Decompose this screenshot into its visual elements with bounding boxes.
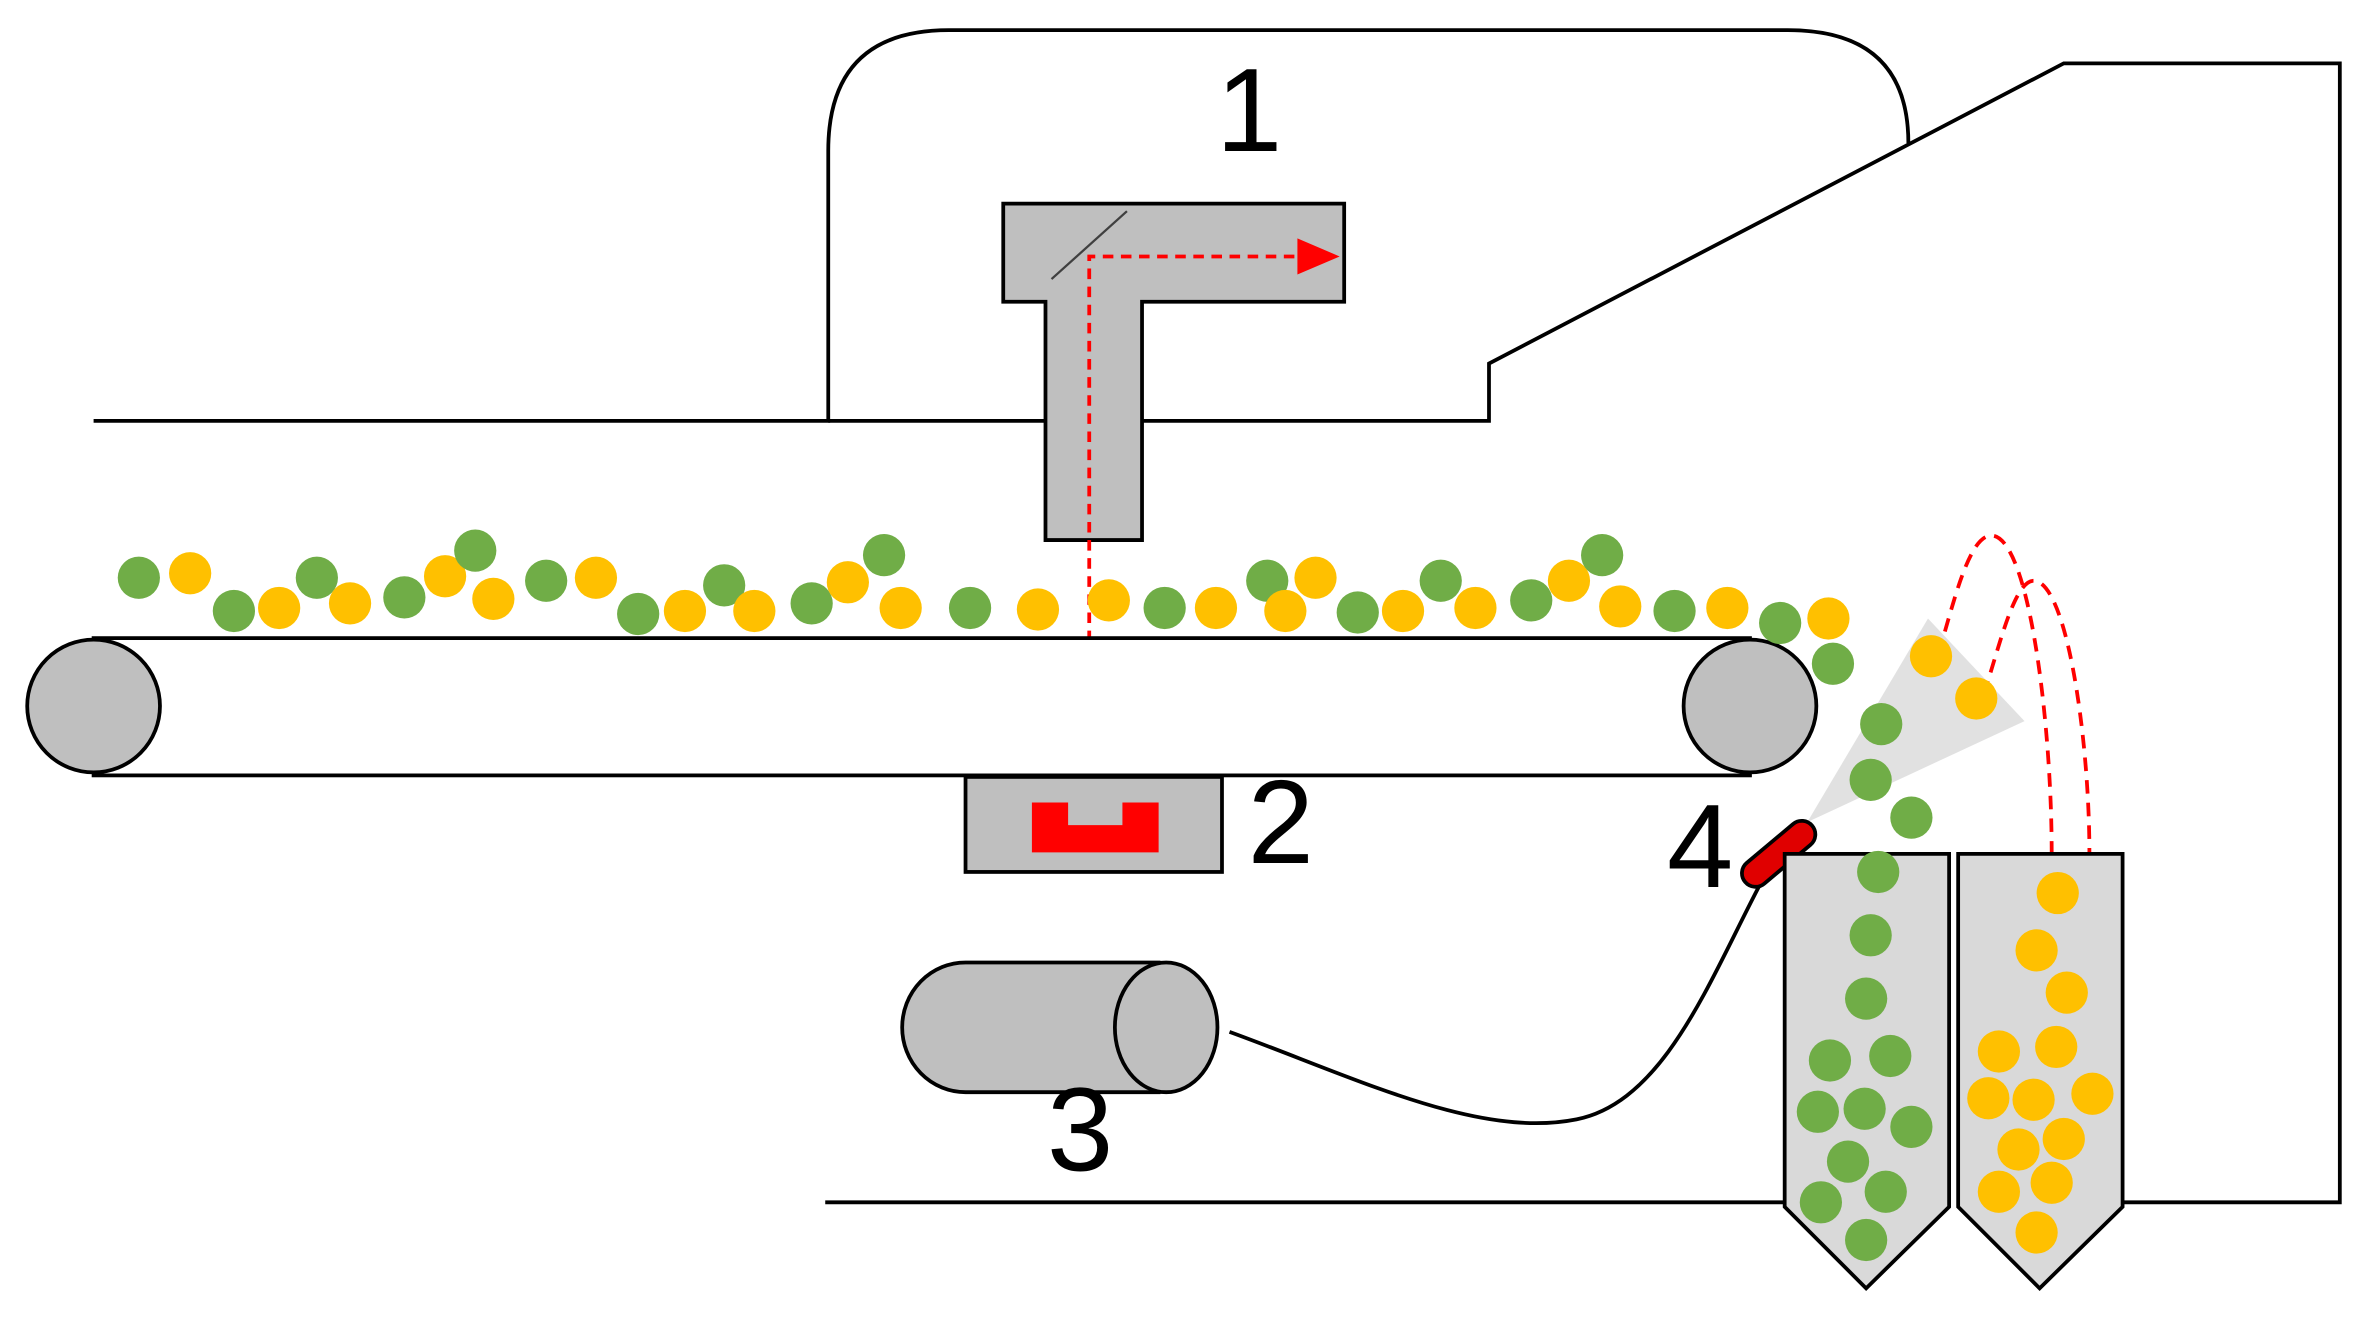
beam-arrow-icon	[1297, 238, 1340, 275]
rejected-particle	[1454, 586, 1497, 630]
accepted-particle	[1890, 1105, 1933, 1149]
accepted-particle	[1510, 579, 1553, 622]
accepted-particle	[1419, 559, 1462, 602]
rejected-particle	[423, 555, 467, 598]
accepted-particle	[1143, 586, 1186, 630]
rejected-particle	[1967, 1077, 2010, 1120]
rejected-particle	[2012, 1078, 2055, 1121]
machine-housing	[93, 28, 2342, 1205]
rejected-particle	[1294, 556, 1337, 599]
rejected-particle	[1381, 589, 1425, 633]
accepted-particle	[1808, 1039, 1852, 1082]
air-hose	[1228, 874, 1767, 1125]
rejected-particle	[1194, 586, 1238, 630]
rejected-particle	[826, 561, 869, 604]
label-nozzle: 4	[1667, 780, 1733, 913]
accepted-particle	[1759, 601, 1802, 645]
accepted-particle	[1796, 1090, 1839, 1133]
label-detector: 2	[1248, 756, 1314, 889]
accepted-particle	[454, 529, 497, 572]
rejected-particle	[2030, 1161, 2073, 1204]
belt-roller-right	[1681, 637, 1819, 775]
accepted-particle	[1890, 796, 1933, 839]
rejected-particle	[1997, 1128, 2040, 1171]
accepted-particle	[1843, 1087, 1886, 1130]
rejected-particle	[169, 552, 212, 595]
rejected-particle	[2071, 1072, 2114, 1115]
accept-bin	[1782, 851, 1951, 1291]
rejected-particle	[1955, 677, 1998, 720]
rejected-trajectories	[1936, 533, 2092, 853]
rejected-particle	[1807, 597, 1850, 640]
rejected-particle	[328, 582, 372, 625]
accepted-particle	[212, 589, 256, 633]
sensor-mirror	[1050, 210, 1128, 280]
detector-element	[1031, 802, 1159, 853]
particles	[117, 529, 2114, 1262]
rejected-particle	[1977, 1170, 2021, 1213]
accepted-particle	[117, 556, 160, 599]
rejected-particle	[2042, 1117, 2085, 1161]
accepted-particle	[1336, 591, 1379, 634]
label-compressor: 3	[1047, 1064, 1113, 1197]
accepted-particle	[1864, 1170, 1907, 1213]
conveyor-belt	[25, 636, 1819, 778]
accepted-particle	[1845, 1218, 1888, 1262]
rejected-particle	[663, 589, 707, 633]
detector-housing	[963, 775, 1224, 874]
rejected-particle	[1264, 589, 1307, 633]
rejected-particle	[879, 586, 922, 630]
rejected-particle	[1599, 585, 1642, 628]
rejected-particle	[472, 577, 515, 621]
rejected-particle	[2015, 929, 2058, 972]
rejected-particle	[1909, 635, 1953, 678]
accepted-particle	[1799, 1181, 1842, 1224]
optical-sensor-head	[1001, 201, 1347, 542]
housing-right-frame	[828, 61, 2342, 1205]
rejected-particle	[1547, 559, 1591, 602]
accepted-particle	[948, 586, 992, 630]
accepted-particle	[862, 534, 906, 577]
accepted-particle	[1849, 914, 1892, 957]
rejected-particle	[2035, 1025, 2078, 1069]
accepted-particle	[1845, 977, 1888, 1020]
accepted-particle	[1869, 1034, 1912, 1078]
accepted-particle	[1826, 1140, 1870, 1183]
label-sensor: 1	[1216, 44, 1282, 177]
rejected-particle	[2036, 871, 2079, 915]
accepted-particle	[1653, 589, 1696, 633]
rejected-particle	[2045, 971, 2088, 1014]
rejected-particle	[733, 589, 776, 633]
rejected-particle	[2015, 1211, 2058, 1254]
accepted-particle	[1857, 850, 1900, 894]
beam-path-top	[1087, 254, 1301, 823]
accepted-particle	[1811, 642, 1855, 685]
accepted-particle	[790, 582, 833, 625]
accepted-particle	[1849, 758, 1892, 802]
accepted-particle	[703, 564, 746, 607]
belt-roller-left	[25, 637, 162, 775]
rejected-particle	[1087, 579, 1130, 622]
rejected-particle	[1016, 588, 1060, 631]
accepted-particle	[617, 592, 660, 636]
rejected-particle	[1977, 1030, 2021, 1073]
rejected-particle	[574, 556, 618, 599]
accepted-particle	[383, 576, 426, 619]
rejected-particle	[1706, 586, 1749, 630]
compressor-tank	[900, 960, 1220, 1095]
housing-hood	[93, 28, 1911, 423]
accepted-particle	[1860, 702, 1903, 746]
belt	[91, 636, 1752, 778]
accepted-particle	[525, 559, 568, 602]
accepted-particle	[1581, 534, 1624, 577]
accepted-particle	[295, 556, 338, 599]
rejected-particle	[258, 586, 301, 630]
